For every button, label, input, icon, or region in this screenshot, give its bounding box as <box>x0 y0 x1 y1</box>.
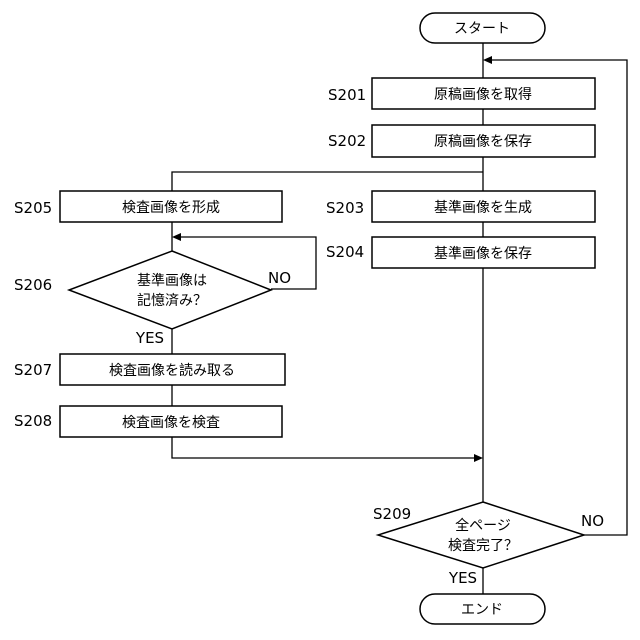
arrow-merge-spine <box>474 454 483 462</box>
step-label-s201: 原稿画像を取得 <box>434 86 532 103</box>
start-terminal: スタート <box>420 13 545 43</box>
end-label: エンド <box>461 602 503 618</box>
end-terminal: エンド <box>420 594 545 624</box>
step-s204: S204 基準画像を保存 <box>326 237 595 268</box>
decision-text-s206-line2: 記憶済み？ <box>137 292 207 309</box>
step-label-s202: 原稿画像を保存 <box>434 134 532 150</box>
step-label-s205: 検査画像を形成 <box>122 200 220 216</box>
decision-id-s209: S209 <box>373 505 411 523</box>
step-s203: S203 基準画像を生成 <box>326 191 595 222</box>
decision-s206-no-label: NO <box>268 269 291 287</box>
arrow-s209-loop <box>483 56 492 64</box>
step-id-s201: S201 <box>328 86 366 104</box>
start-label: スタート <box>454 21 510 37</box>
connector-branch-left <box>172 172 483 191</box>
connector-s208-merge <box>172 437 478 458</box>
step-s202: S202 原稿画像を保存 <box>328 125 595 157</box>
decision-s209-yes-label: YES <box>448 569 477 587</box>
step-s208: S208 検査画像を検査 <box>14 406 282 437</box>
step-label-s204: 基準画像を保存 <box>434 245 532 262</box>
step-s201: S201 原稿画像を取得 <box>328 78 595 109</box>
step-label-s208: 検査画像を検査 <box>122 415 220 431</box>
step-id-s202: S202 <box>328 132 366 150</box>
step-label-s207: 検査画像を読み取る <box>109 362 235 379</box>
step-id-s205: S205 <box>14 199 52 217</box>
decision-s209: S209 全ページ 検査完了？ NO YES <box>373 502 604 587</box>
step-id-s208: S208 <box>14 412 52 430</box>
decision-text-s209-line1: 全ページ <box>455 517 511 534</box>
step-s205: S205 検査画像を形成 <box>14 191 282 222</box>
step-id-s204: S204 <box>326 243 364 261</box>
step-s207: S207 検査画像を読み取る <box>14 354 285 385</box>
decision-s206-yes-label: YES <box>135 329 164 347</box>
step-label-s203: 基準画像を生成 <box>434 199 532 216</box>
decision-id-s206: S206 <box>14 276 52 294</box>
decision-s206: S206 基準画像は 記憶済み？ NO YES <box>14 251 291 347</box>
decision-text-s209-line2: 検査完了？ <box>448 538 518 554</box>
decision-s209-no-label: NO <box>581 512 604 530</box>
step-id-s207: S207 <box>14 361 52 379</box>
step-id-s203: S203 <box>326 199 364 217</box>
arrow-s206-loop <box>172 233 181 241</box>
decision-text-s206-line1: 基準画像は <box>137 272 207 289</box>
